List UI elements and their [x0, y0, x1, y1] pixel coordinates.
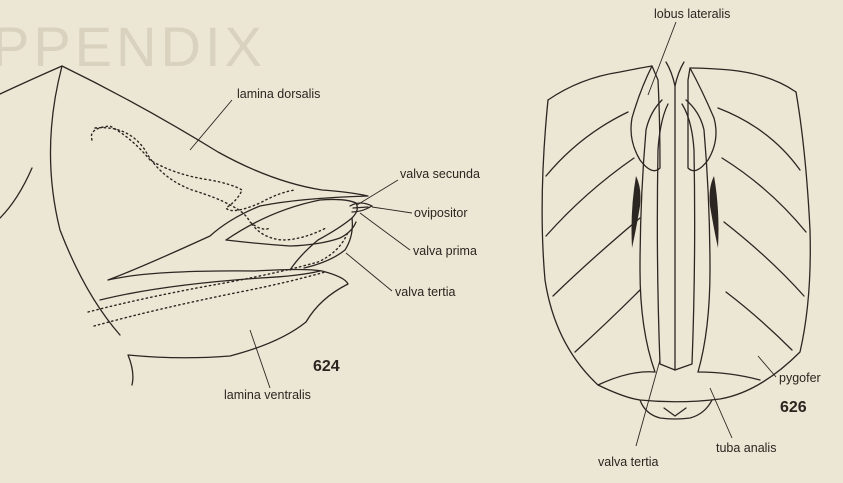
leader-valva-tertia [346, 253, 392, 291]
valva-secunda-outline [226, 199, 357, 270]
dotted-apodeme-upper [91, 126, 295, 211]
right-plate-3 [724, 222, 804, 296]
label-valva-tertia-626: valva tertia [598, 455, 658, 469]
figure-number-626: 626 [780, 399, 807, 416]
right-plate-1 [718, 108, 800, 170]
right-plate-2 [722, 158, 806, 232]
segment-curve [50, 66, 120, 335]
tuba-analis-notch [664, 408, 686, 416]
figure-624: lamina dorsalis valva secunda ovipositor… [0, 66, 480, 402]
lobus-lateralis-right [688, 68, 716, 171]
leader-valva-secunda [357, 180, 398, 205]
leader-valva-prima [360, 213, 410, 250]
lobus-lateralis-left [631, 66, 660, 171]
body-outline [0, 66, 368, 385]
leader-lamina-ventralis [250, 330, 270, 388]
tuba-analis-tip [640, 400, 712, 419]
central-right-inner [675, 104, 695, 370]
segment-top-right [690, 68, 796, 92]
background-heading: PPENDIX [0, 15, 266, 78]
shade-left [632, 176, 641, 248]
segment-top-left [548, 66, 652, 100]
body-left-edge [0, 168, 32, 218]
leader-ovipositor [372, 207, 412, 213]
leader-lamina-dorsalis [190, 100, 232, 150]
label-lamina-ventralis: lamina ventralis [224, 388, 311, 402]
left-plate-2 [546, 158, 634, 236]
top-spine [666, 62, 684, 86]
label-tuba-analis: tuba analis [716, 441, 776, 455]
lower-plate-right [698, 372, 760, 380]
leader-lobus-lateralis [648, 22, 676, 95]
lower-plate-left [598, 372, 655, 385]
central-right-style [686, 100, 710, 372]
ovipositor-tip-inner [353, 207, 368, 208]
right-plate-4 [726, 292, 792, 350]
label-ovipositor: ovipositor [414, 206, 468, 220]
label-valva-secunda: valva secunda [400, 167, 480, 181]
valva-prima-outline [226, 222, 356, 246]
label-lamina-dorsalis: lamina dorsalis [237, 87, 320, 101]
label-lobus-lateralis: lobus lateralis [654, 7, 730, 21]
label-valva-tertia: valva tertia [395, 285, 455, 299]
shade-right [710, 176, 719, 248]
figure-626: lobus lateralis pygofer tuba analis valv… [542, 7, 821, 469]
leader-pygofer [758, 356, 776, 377]
dotted-ventral-2 [94, 272, 325, 326]
left-plate-1 [546, 112, 628, 176]
leader-tuba-analis [710, 388, 732, 438]
figure-number-624: 624 [313, 358, 340, 375]
dotted-ventral-3 [252, 224, 326, 240]
label-valva-prima: valva prima [413, 244, 477, 258]
label-pygofer: pygofer [779, 371, 821, 385]
left-plate-4 [575, 290, 640, 352]
left-plate-3 [553, 218, 640, 296]
valva-tertia-outline [304, 218, 352, 268]
